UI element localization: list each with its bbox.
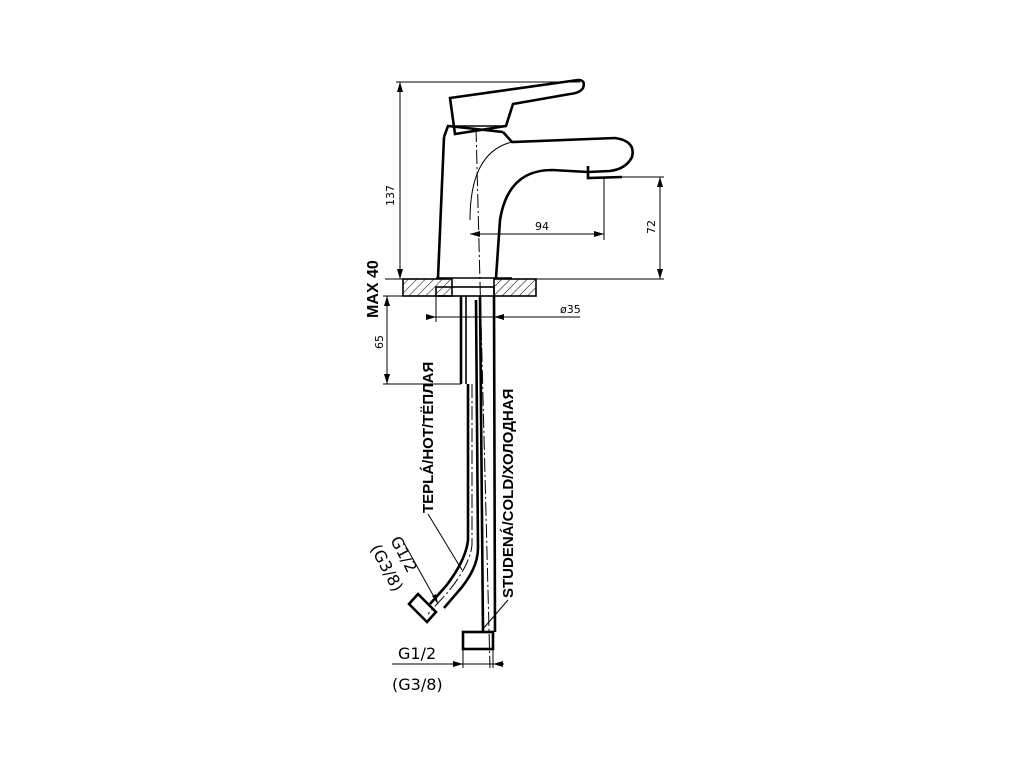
center-axis	[475, 127, 491, 669]
dim-total-height: 137	[384, 81, 580, 279]
dim-65-label: 65	[373, 335, 386, 349]
hot-water-label: TEPLÁ/HOT/ТЁПЛАЯ	[420, 362, 437, 513]
dim-pipe-length: 65	[373, 295, 461, 385]
cold-thread-callout: G1/2 (G3/8)	[392, 644, 504, 694]
faucet-body	[436, 78, 634, 279]
hot-water-hose	[407, 296, 480, 624]
cold-leader-line	[481, 599, 509, 631]
mounting-shank	[435, 278, 495, 297]
cold-thread-main: G1/2	[398, 644, 436, 663]
dim-72-label: 72	[645, 220, 658, 234]
dim-diameter: ø35	[426, 296, 581, 322]
lever-handle	[448, 78, 586, 136]
hot-leader-line	[427, 513, 463, 571]
dim-max40-label: MAX 40	[365, 260, 382, 318]
dim-137-label: 137	[384, 185, 397, 206]
dim-35-label: ø35	[560, 303, 581, 316]
dim-max-thickness: MAX 40	[365, 260, 403, 318]
cold-water-label: STUDENÁ/COLD/ХОЛОДНАЯ	[500, 389, 517, 598]
cold-thread-alt: (G3/8)	[392, 675, 443, 694]
cold-water-hose	[461, 295, 497, 651]
hot-thread-callout: G1/2 (G3/8)	[366, 533, 439, 605]
cold-connector-nut	[461, 630, 495, 651]
dim-94-label: 94	[535, 220, 549, 233]
dim-spout-height: 72	[536, 176, 664, 280]
hot-connector-nut	[407, 592, 438, 624]
dim-spout-reach: 94	[470, 178, 605, 240]
